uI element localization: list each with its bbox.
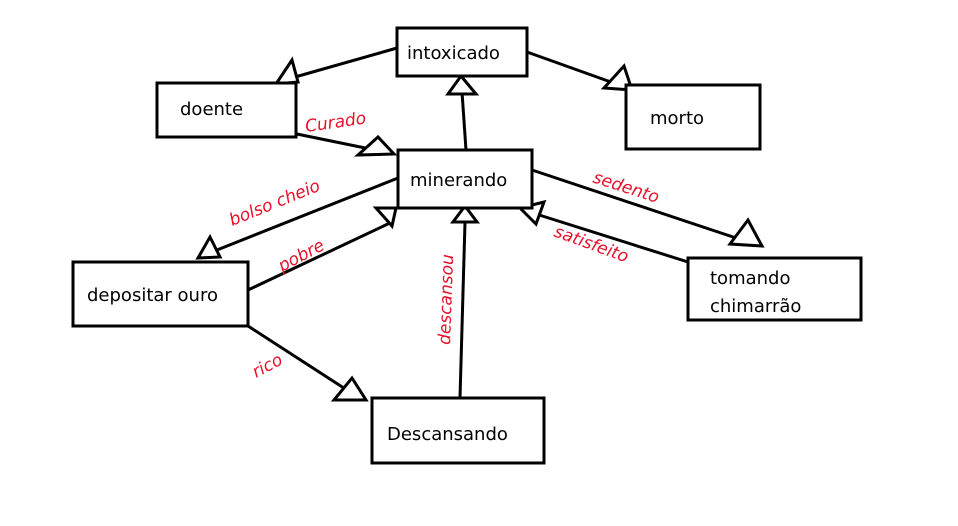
node-doente [155, 81, 298, 139]
node-morto [624, 83, 762, 151]
arrowhead-descansando [330, 375, 369, 402]
arrowhead-minerando-from-doente [353, 134, 398, 157]
nodes [71, 26, 863, 465]
edge-minerando-intoxicado [460, 91, 468, 151]
annotation-bolso-cheio: bolso cheio [226, 176, 323, 231]
edges [195, 46, 765, 402]
edge-minerando-depositar [211, 176, 399, 254]
edge-descansando-minerando [458, 221, 467, 399]
label-intoxicado: intoxicado [407, 43, 500, 64]
label-minerando: minerando [410, 170, 507, 191]
label-morto: morto [650, 108, 704, 129]
annotation-rico: rico [249, 350, 286, 382]
node-tomando-chimarrao [686, 256, 863, 322]
annotation-curado: Curado [304, 109, 367, 137]
arrowhead-minerando-from-depositar [372, 206, 398, 230]
label-tomando: tomando [710, 268, 790, 289]
label-chimarrao: chimarrão [710, 296, 801, 317]
edge-depositar-minerando [247, 220, 393, 292]
edge-depositar-descansando [247, 324, 351, 394]
node-depositar-ouro [71, 260, 250, 328]
annotation-pobre: pobre [274, 236, 328, 277]
node-intoxicado [395, 26, 529, 78]
node-minerando [396, 148, 534, 210]
edge-intoxicado-morto [526, 50, 623, 88]
label-doente: doente [180, 99, 243, 120]
label-depositar-ouro: depositar ouro [87, 285, 218, 306]
node-descansando [370, 396, 546, 465]
edge-doente-minerando [291, 131, 376, 152]
edge-chimarrao-minerando [535, 212, 689, 264]
annotation-satisfeito: satisfeito [551, 222, 631, 267]
arrowhead-minerando-from-descansando [450, 203, 480, 224]
edge-intoxicado-doente [287, 46, 398, 81]
arrowhead-chimarrao [727, 217, 765, 248]
edge-minerando-chimarrao [531, 168, 743, 242]
label-descansando: Descansando [387, 424, 508, 445]
arrowhead-intoxicado [445, 73, 480, 96]
arrowhead-depositar [195, 233, 223, 260]
arrowhead-doente [273, 56, 300, 86]
annotation-descansou: descansou [435, 254, 458, 346]
